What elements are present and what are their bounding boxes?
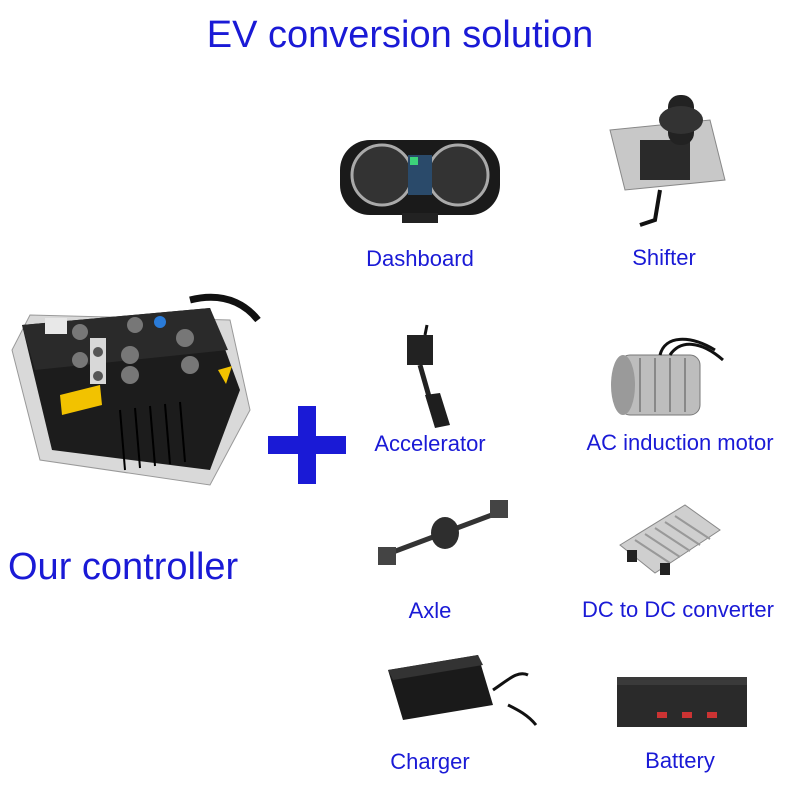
accelerator-pedal-icon	[407, 324, 450, 428]
converter-icon	[619, 504, 721, 575]
shifter-icon	[609, 95, 726, 227]
motor-icon	[611, 337, 724, 416]
component-label-battery: Battery	[645, 748, 715, 773]
component-label-shifter: Shifter	[632, 245, 696, 270]
component-label-converter: DC to DC converter	[582, 597, 774, 622]
component-label-charger: Charger	[390, 749, 470, 774]
page-title: EV conversion solution	[206, 14, 594, 56]
controller-image	[11, 293, 261, 486]
component-label-dashboard: Dashboard	[366, 246, 474, 271]
charger-icon	[388, 655, 538, 726]
plus-icon	[268, 406, 346, 484]
controller-label: Our controller	[8, 546, 239, 588]
component-label-motor: AC induction motor	[586, 430, 774, 455]
battery-icon	[617, 677, 747, 727]
component-label-accelerator: Accelerator	[374, 431, 486, 456]
dashboard-icon	[340, 140, 500, 223]
component-label-axle: Axle	[408, 598, 452, 623]
axle-icon	[378, 500, 508, 565]
